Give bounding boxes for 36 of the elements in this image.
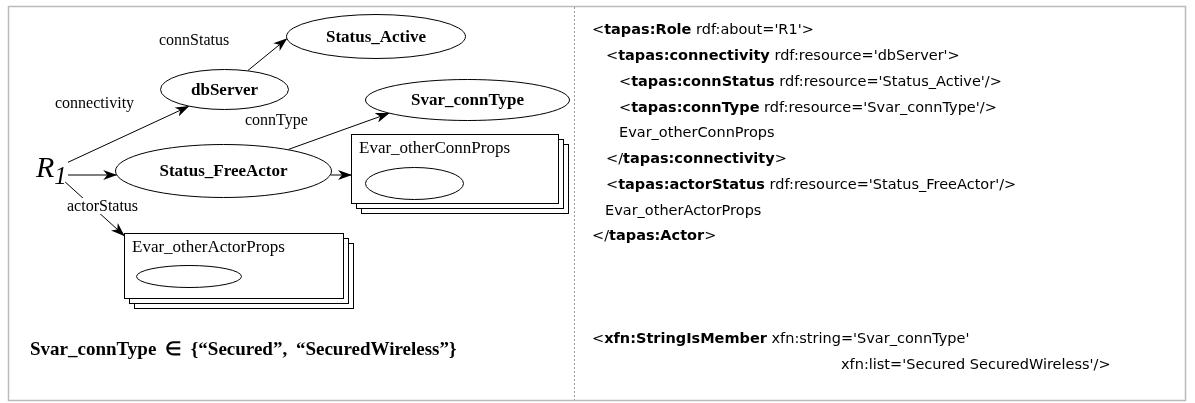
arrow: [288, 112, 390, 150]
stacked-box: [124, 233, 354, 309]
node-text: Status_FreeActor: [159, 161, 288, 181]
empty-ellipse: [365, 167, 464, 200]
edge-label: actorStatus: [66, 198, 140, 214]
stacked-box: [351, 134, 569, 214]
code-line: <tapas:connType rdf:resource='Svar_connType'/>: [619, 100, 997, 116]
edge-label: connType: [244, 112, 309, 128]
ellipse-node: [286, 14, 466, 59]
code-line: <xfn:StringIsMember xfn:string='Svar_connType': [592, 331, 970, 347]
edge-label: connectivity: [54, 95, 136, 111]
code-line: <tapas:actorStatus rdf:resource='Status_FreeActor'/>: [606, 177, 1017, 193]
node-text: Svar_connType: [410, 90, 524, 110]
code-line: <tapas:Role rdf:about='R1'>: [592, 22, 814, 38]
arrow: [330, 170, 352, 180]
node-label: R$_{1}$: [36, 152, 68, 182]
arrow: [67, 106, 190, 163]
ellipse-node: [160, 69, 289, 110]
code-line: <tapas:connectivity rdf:resource='dbServer'>: [606, 48, 960, 64]
node-text: dbServer: [190, 79, 258, 100]
code-line: Evar_otherConnProps: [619, 125, 775, 141]
box-title: Evar_otherActorProps: [132, 237, 285, 257]
code-line: </tapas:connectivity>: [606, 151, 787, 167]
code-line: Evar_otherActorProps: [605, 203, 762, 219]
node-text: Status_Active: [325, 26, 427, 47]
empty-ellipse: [136, 265, 242, 288]
arrow: [67, 170, 118, 180]
constraint-formula: Svar_connType ∈ {“Secured”, “SecuredWireless”}: [30, 339, 457, 360]
code-line: xfn:list='Secured SecuredWireless'/>: [841, 357, 1111, 373]
edge-label: connStatus: [158, 32, 231, 48]
ellipse-node: [115, 144, 332, 198]
ellipse-node: [365, 79, 570, 121]
box-title: Evar_otherConnProps: [359, 138, 511, 158]
code-line: <tapas:connStatus rdf:resource='Status_Active'/>: [619, 74, 1002, 90]
arrow: [247, 38, 288, 71]
code-line: </tapas:Actor>: [592, 228, 717, 244]
